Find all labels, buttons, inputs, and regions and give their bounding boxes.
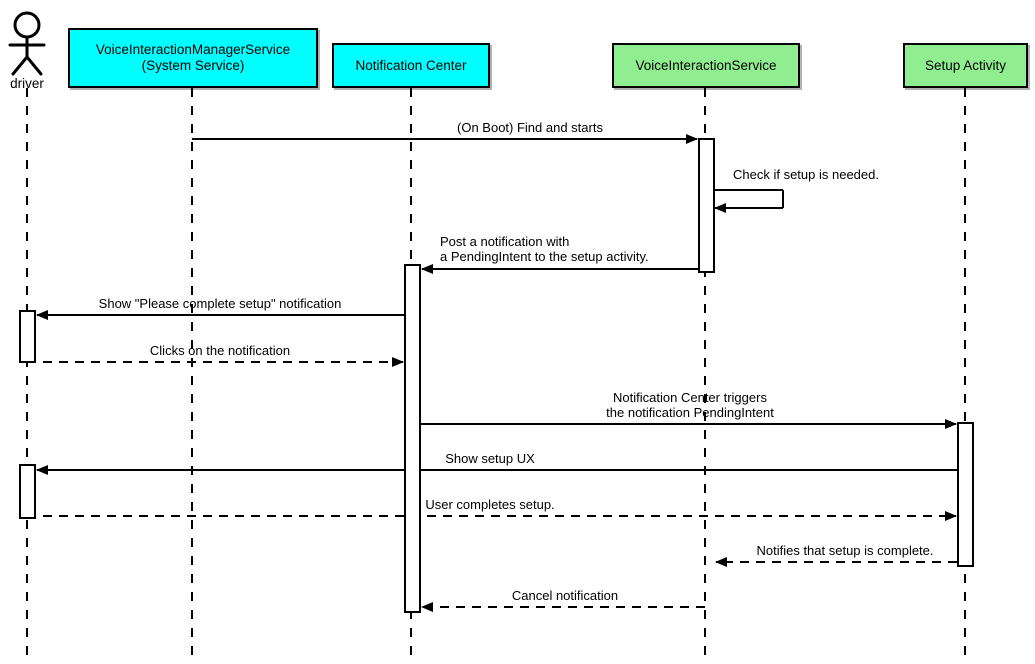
activation-bar-driver bbox=[19, 310, 36, 363]
participant-box-setup-activity[interactable]: Setup Activity bbox=[903, 43, 1028, 88]
activation-bar-setup-activity bbox=[957, 422, 974, 567]
participant-box-vis[interactable]: VoiceInteractionService bbox=[612, 43, 800, 88]
message-label-msg-trigger-pendingintent: Notification Center triggers the notific… bbox=[606, 390, 774, 420]
message-label-msg-show-notification: Show "Please complete setup" notificatio… bbox=[98, 296, 342, 311]
message-label-msg-cancel-notification: Cancel notification bbox=[511, 588, 619, 603]
participant-box-vims[interactable]: VoiceInteractionManagerService (System S… bbox=[68, 28, 318, 88]
actor-stick-figure bbox=[8, 11, 46, 76]
participant-box-notification-center[interactable]: Notification Center bbox=[332, 43, 490, 88]
message-label-msg-notifies-complete: Notifies that setup is complete. bbox=[756, 543, 934, 558]
message-label-msg-on-boot: (On Boot) Find and starts bbox=[457, 120, 603, 135]
actor-figure-layer bbox=[8, 11, 46, 76]
activation-bar-driver bbox=[19, 464, 36, 519]
activation-bar-notification-center bbox=[404, 264, 421, 613]
message-label-msg-show-setup-ux: Show setup UX bbox=[445, 451, 535, 466]
message-label-msg-check-setup: Check if setup is needed. bbox=[733, 167, 879, 182]
actor-label-driver: driver bbox=[10, 76, 44, 91]
activations-layer bbox=[19, 138, 974, 613]
message-label-msg-user-completes-setup: User completes setup. bbox=[425, 497, 555, 512]
message-label-msg-clicks-notification: Clicks on the notification bbox=[149, 343, 291, 358]
messages-layer bbox=[27, 134, 973, 612]
activation-bar-vis bbox=[698, 138, 715, 273]
message-msg-check-setup[interactable] bbox=[714, 189, 784, 213]
message-label-msg-post-notification: Post a notification with a PendingIntent… bbox=[440, 234, 649, 264]
